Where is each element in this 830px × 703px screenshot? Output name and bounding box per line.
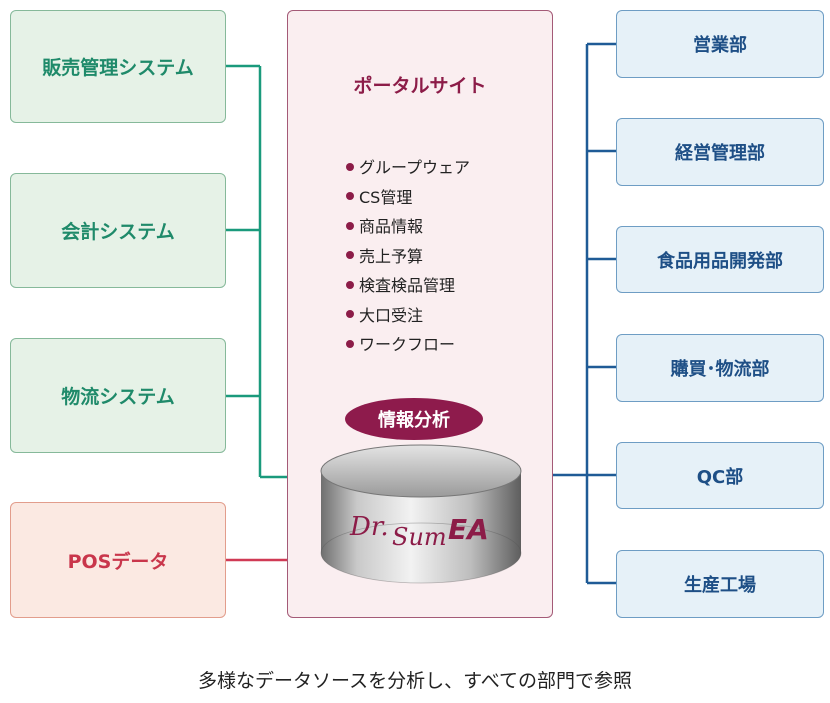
department-label: 営業部: [693, 35, 747, 56]
left-system-label: 物流システム: [61, 386, 175, 408]
portal-feature-item: 商品情報: [346, 212, 470, 242]
department-management: 経営管理部: [616, 118, 824, 186]
database-cylinder-icon: Dr. Sum EA: [320, 444, 522, 584]
department-sales: 営業部: [616, 10, 824, 78]
pos-label: POSデータ: [67, 550, 169, 573]
portal-feature-item: 大口受注: [346, 301, 470, 331]
bullet-icon: [346, 221, 354, 230]
portal-feature-item: 検査検品管理: [346, 271, 470, 301]
logo-sum: Sum: [392, 523, 447, 551]
department-label: 購買･物流部: [670, 359, 770, 380]
bullet-icon: [346, 192, 354, 200]
left-system-sales-mgmt: 販売管理システム: [10, 10, 226, 123]
department-label: 生産工場: [684, 575, 756, 596]
left-system-label: 会計システム: [61, 221, 175, 243]
portal-feature-item: CS管理: [346, 183, 470, 213]
bullet-icon: [346, 310, 354, 318]
department-purchasing-logistics: 購買･物流部: [616, 334, 824, 402]
pos-data-box: POSデータ: [10, 502, 226, 618]
bullet-icon: [346, 162, 354, 171]
left-system-logistics: 物流システム: [10, 338, 226, 453]
bullet-icon: [346, 251, 354, 259]
logo-dr: Dr.: [349, 512, 389, 542]
department-label: QC部: [696, 466, 744, 488]
logo-ea: EA: [448, 513, 489, 546]
department-factory: 生産工場: [616, 550, 824, 618]
department-qc: QC部: [616, 442, 824, 509]
portal-feature-item: グループウェア: [346, 153, 470, 183]
portal-title: ポータルサイト: [353, 75, 487, 97]
portal-feature-item: ワークフロー: [346, 330, 470, 360]
analysis-badge: 情報分析: [345, 398, 483, 440]
left-system-label: 販売管理システム: [42, 57, 194, 79]
bullet-icon: [346, 280, 354, 289]
bullet-icon: [346, 339, 354, 348]
department-food-products: 食品用品開発部: [616, 226, 824, 293]
department-label: 食品用品開発部: [657, 250, 783, 272]
diagram-caption: 多様なデータソースを分析し、すべての部門で参照: [198, 670, 632, 692]
portal-feature-list: グループウェア CS管理 商品情報 売上予算 検査検品管理 大口受注 ワークフロ…: [346, 153, 470, 360]
department-label: 経営管理部: [675, 143, 765, 164]
left-system-accounting: 会計システム: [10, 173, 226, 288]
portal-feature-item: 売上予算: [346, 242, 470, 272]
